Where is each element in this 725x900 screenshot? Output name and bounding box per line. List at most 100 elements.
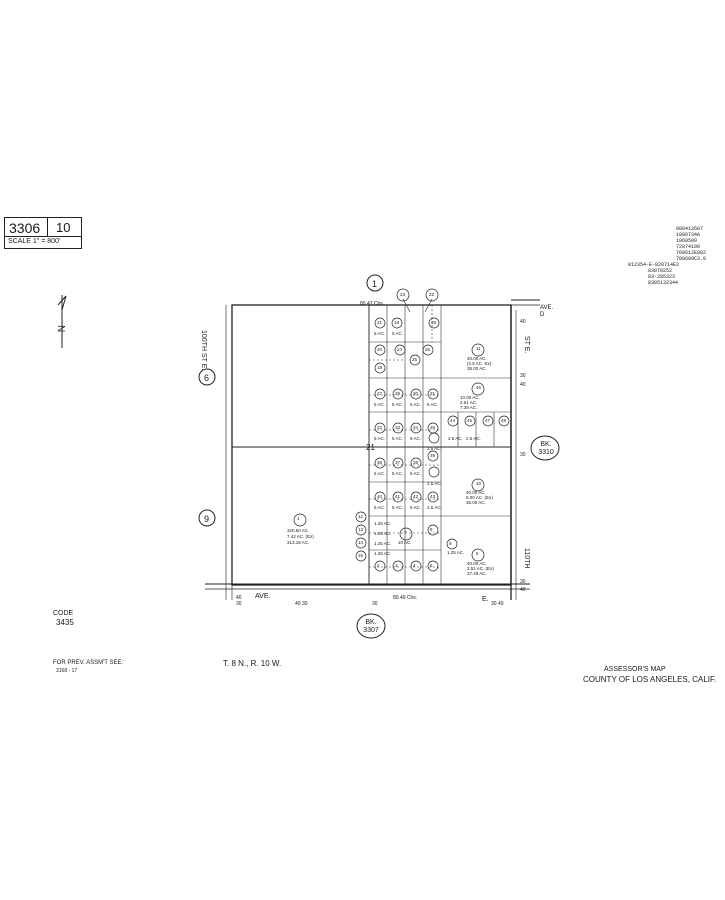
parcel-1-area: 320.60 AC. (287, 528, 310, 533)
svg-text:30: 30 (520, 452, 526, 458)
street-ave-d: AVE. D (540, 305, 554, 318)
parcel-number: 8 (430, 527, 433, 532)
parcel-5-net: 37.49 AC. (467, 571, 487, 576)
parcel-10-id: 10 (476, 481, 482, 486)
section-boundary (205, 299, 540, 600)
parcel-number: 38 (413, 460, 419, 465)
note: 1060509 (676, 238, 698, 244)
footer-county: COUNTY OF LOS ANGELES, CALIF. (583, 675, 717, 684)
top-dimension: 80.42 Chs. (360, 301, 385, 307)
parcel-number: 47 (485, 418, 491, 423)
adjoining-map-6: 6 (204, 373, 209, 383)
book-ref-3310: BK. 3310 (538, 441, 554, 456)
note: 780609C3.0 (676, 256, 707, 262)
parcel-number: 42 (413, 494, 419, 499)
parcel-5-area: 40.00 AC. (467, 561, 487, 566)
parcel-number: 36 (377, 460, 383, 465)
parcel-area: 5 AC. (392, 402, 404, 407)
parcel-7-id: 7 (404, 530, 407, 535)
section-number: 21 (366, 443, 375, 452)
parcel-area: 5 AC. (392, 436, 404, 441)
parcel-area: 2.5 AC. (427, 505, 442, 510)
parcel-1-exception: 7.42 AC. (Ex) (287, 534, 314, 539)
parcel-46-exception: 2.61 AC. (460, 400, 478, 405)
parcel-area: 5 AC. (410, 402, 422, 407)
note: 880412607 (676, 226, 704, 232)
parcel-number: 28 (431, 320, 437, 325)
parcel-7-area: 10 AC. (398, 540, 412, 545)
prev-assessment-value: 3168 - 17 (56, 668, 78, 674)
code-value: 3435 (56, 618, 74, 627)
parcel-number: 34 (413, 425, 419, 430)
parcel-number: 23 (400, 292, 406, 297)
parcel-number: 18 (394, 320, 400, 325)
parcel-number: 13 (358, 527, 364, 532)
parcel-area: 1.25 AC. (374, 541, 392, 546)
parcel-area: 1.25 AC. (374, 531, 392, 536)
parcel-number: 37 (395, 460, 401, 465)
code-label: CODE (53, 610, 74, 617)
book-reference-boxes (356, 435, 560, 639)
parcel-11-id: 11 (476, 346, 481, 351)
parcel-area: 1.25 AC. (447, 550, 465, 555)
bottom-dimension: 80.49 Chs. (393, 595, 418, 601)
parcel-area: 2.5 AC. (427, 446, 442, 451)
parcel-number: 45 (467, 418, 473, 423)
parcel-area: 2.5 AC. (466, 436, 481, 441)
parcel-number: 24 (397, 347, 403, 352)
parcel-number: 4 (413, 563, 416, 568)
parcel-area: 5 AC. (427, 402, 439, 407)
parcel-area: 5 AC. (410, 505, 422, 510)
adjoining-map-9: 9 (204, 514, 209, 524)
parcel-number: 32 (377, 425, 383, 430)
svg-text:30: 30 (236, 601, 242, 607)
parcel-number: 14 (358, 540, 364, 545)
parcel-area: 5 AC. (374, 436, 386, 441)
parcel-number: 21 (377, 320, 383, 325)
parcel-5-exception: 2.51 AC. (Ex) (467, 566, 494, 571)
parcel-number: 27 (377, 391, 383, 396)
page-number: 10 (47, 217, 82, 237)
svg-text:30: 30 (520, 579, 526, 585)
adjoining-map-1: 1 (372, 279, 377, 289)
parcel-number: 3 (395, 563, 398, 568)
parcel-number: 44 (450, 418, 456, 423)
svg-text:40: 40 (236, 595, 242, 601)
street-100th: 100TH ST E. (200, 330, 207, 371)
note: 812354-E-820714E2 (628, 262, 680, 268)
parcel-number: 19 (377, 365, 383, 370)
parcel-number: 20 (377, 347, 383, 352)
parcel-46-id: 46 (476, 385, 482, 390)
parcel-area: 5 AC. (374, 471, 386, 476)
parcel-area: 1.25 AC. (374, 521, 392, 526)
svg-text:40: 40 (520, 382, 526, 388)
prev-assessment-label: FOR PREV. ASSM'T SEE: (53, 660, 124, 666)
parcel-number: 43 (430, 494, 436, 499)
svg-text:30: 30 (520, 373, 526, 379)
scale-label: SCALE 1" = 800' (4, 236, 82, 249)
parcel-number: 29 (395, 391, 401, 396)
street-ave-right: E. (482, 596, 489, 603)
subdivision-grid (369, 305, 511, 584)
recording-notes: 880412607 1080734A 1060509 72074108 7606… (628, 226, 723, 286)
parcel-number: 48 (501, 418, 507, 423)
parcel-area: 5 AC. (374, 331, 386, 336)
street-110th-lower: 110TH (523, 548, 530, 569)
parcel-number: 30 (413, 391, 419, 396)
parcel-1-id: 1 (297, 516, 300, 521)
svg-text:40: 40 (520, 587, 526, 593)
parcel-11-net: 35.00 AC. (467, 366, 487, 371)
svg-text:40: 40 (520, 319, 526, 325)
parcel-area: 1.25 AC. (374, 551, 392, 556)
street-110th-upper: ST E. (523, 336, 530, 354)
parcel-number: 33 (395, 425, 401, 430)
note: 1080734A (676, 232, 701, 238)
parcel-number: 2 (377, 563, 380, 568)
book-ref-3307: BK. 3307 (363, 619, 379, 634)
svg-text:30 40: 30 40 (491, 601, 504, 607)
parcel-number: 26 (425, 347, 431, 352)
parcel-5-id: 5 (476, 551, 479, 556)
parcel-46-area: 10.00 AC. (460, 395, 480, 400)
